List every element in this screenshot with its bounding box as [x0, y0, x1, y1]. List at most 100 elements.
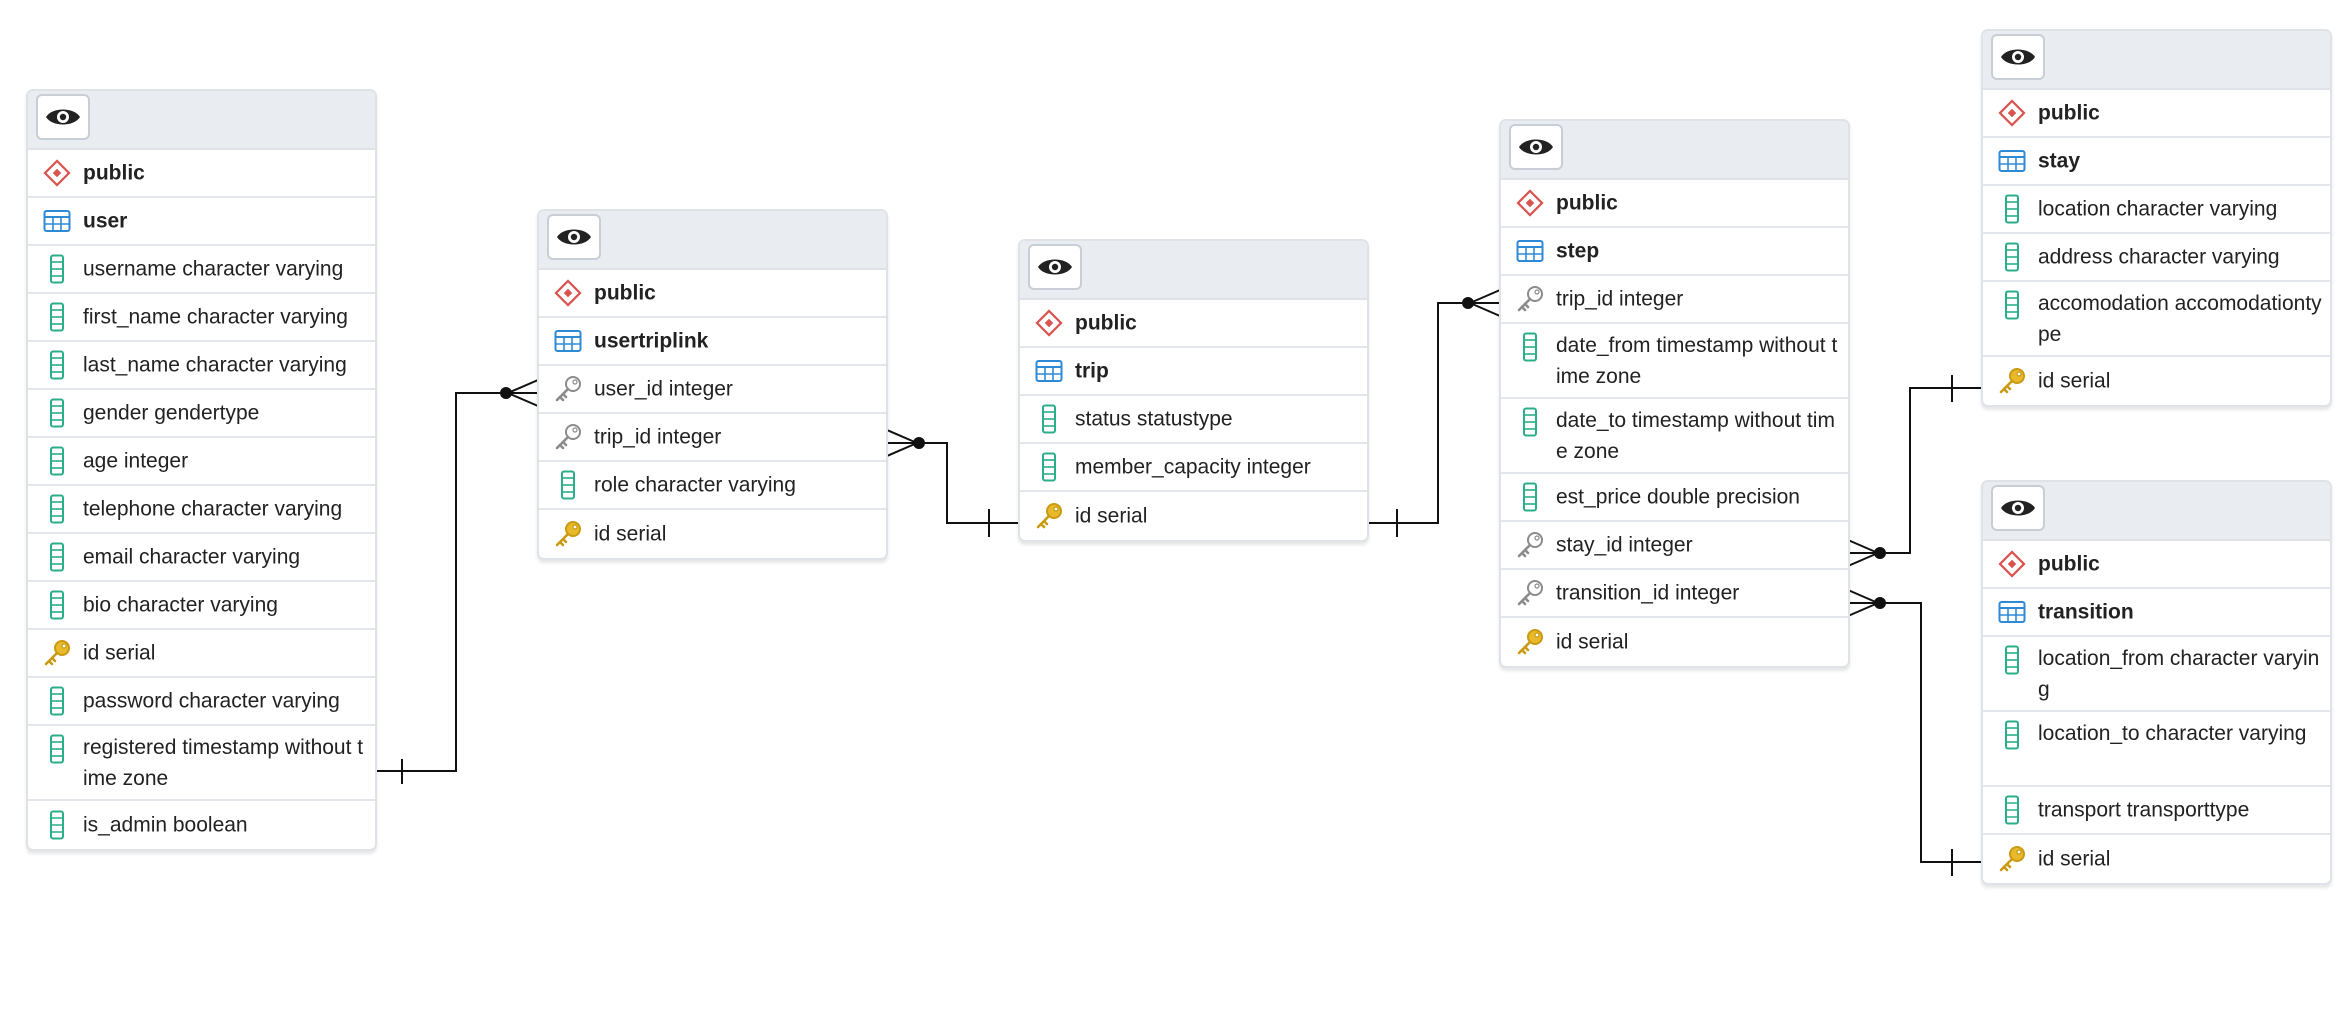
table-name-row[interactable]: transition — [1983, 589, 2330, 637]
table-icon — [1997, 597, 2027, 627]
schema-row[interactable]: public — [539, 270, 886, 318]
schema-row[interactable]: public — [1020, 300, 1367, 348]
column-row[interactable]: status statustype — [1020, 396, 1367, 444]
table-name-row[interactable]: user — [28, 198, 375, 246]
table-name-row[interactable]: trip — [1020, 348, 1367, 396]
column-icon — [42, 686, 72, 716]
eye-icon[interactable] — [36, 94, 90, 140]
column-icon — [42, 542, 72, 572]
column-row[interactable]: is_admin boolean — [28, 801, 375, 849]
column-row[interactable]: registered timestamp without time zone — [28, 726, 375, 801]
column-row[interactable]: accomodation accomodationtype — [1983, 282, 2330, 357]
foreign-key-icon — [1515, 578, 1545, 608]
column-row[interactable]: last_name character varying — [28, 342, 375, 390]
relation-trip-usertriplink — [886, 429, 1019, 537]
table-header — [539, 211, 886, 270]
column-row[interactable]: date_to timestamp without time zone — [1501, 399, 1848, 474]
column-row[interactable]: id serial — [1983, 357, 2330, 405]
table-header — [1020, 241, 1367, 300]
column-row[interactable]: id serial — [1501, 618, 1848, 666]
column-row[interactable]: member_capacity integer — [1020, 444, 1367, 492]
column-row[interactable]: username character varying — [28, 246, 375, 294]
primary-key-icon — [1034, 501, 1064, 531]
column-icon — [42, 350, 72, 380]
schema-row[interactable]: public — [1983, 541, 2330, 589]
column-row[interactable]: est_price double precision — [1501, 474, 1848, 522]
column-row[interactable]: location_to character varying — [1983, 712, 2330, 787]
column-icon — [42, 446, 72, 476]
column-row[interactable]: id serial — [1020, 492, 1367, 540]
column-row[interactable]: telephone character varying — [28, 486, 375, 534]
eye-icon[interactable] — [1991, 485, 2045, 531]
table-name-row[interactable]: usertriplink — [539, 318, 886, 366]
table-header — [1501, 121, 1848, 180]
column-row[interactable]: transition_id integer — [1501, 570, 1848, 618]
column-icon — [1034, 404, 1064, 434]
table-name-row[interactable]: step — [1501, 228, 1848, 276]
column-icon — [1997, 795, 2027, 825]
column-icon — [1997, 645, 2027, 675]
column-icon — [42, 590, 72, 620]
eye-icon[interactable] — [1028, 244, 1082, 290]
column-row[interactable]: transport transporttype — [1983, 787, 2330, 835]
column-row[interactable]: id serial — [28, 630, 375, 678]
column-row[interactable]: first_name character varying — [28, 294, 375, 342]
schema-icon — [1034, 308, 1064, 338]
column-row[interactable]: id serial — [539, 510, 886, 558]
primary-key-icon — [42, 638, 72, 668]
column-icon — [1515, 482, 1545, 512]
primary-key-icon — [553, 519, 583, 549]
column-row[interactable]: user_id integer — [539, 366, 886, 414]
relation-stay-step — [1847, 375, 1982, 567]
column-row[interactable]: email character varying — [28, 534, 375, 582]
column-icon — [42, 302, 72, 332]
table-icon — [1997, 146, 2027, 176]
foreign-key-icon — [1515, 530, 1545, 560]
relation-trip-step — [1367, 289, 1501, 537]
column-icon — [1515, 332, 1545, 362]
schema-row[interactable]: public — [28, 150, 375, 198]
foreign-key-icon — [553, 374, 583, 404]
column-icon — [42, 810, 72, 840]
table-header — [1983, 31, 2330, 90]
column-row[interactable]: trip_id integer — [1501, 276, 1848, 324]
column-row[interactable]: location_from character varying — [1983, 637, 2330, 712]
table-icon — [553, 326, 583, 356]
relation-transition-step — [1847, 589, 1982, 876]
column-row[interactable]: gender gendertype — [28, 390, 375, 438]
table-header — [1983, 482, 2330, 541]
primary-key-icon — [1515, 627, 1545, 657]
column-row[interactable]: date_from timestamp without time zone — [1501, 324, 1848, 399]
column-row[interactable]: address character varying — [1983, 234, 2330, 282]
schema-row[interactable]: public — [1501, 180, 1848, 228]
table-header — [28, 91, 375, 150]
primary-key-icon — [1997, 844, 2027, 874]
column-row[interactable]: password character varying — [28, 678, 375, 726]
column-row[interactable]: id serial — [1983, 835, 2330, 883]
table-name-row[interactable]: stay — [1983, 138, 2330, 186]
column-row[interactable]: location character varying — [1983, 186, 2330, 234]
eye-icon[interactable] — [1509, 124, 1563, 170]
column-row[interactable]: stay_id integer — [1501, 522, 1848, 570]
column-icon — [42, 254, 72, 284]
column-row[interactable]: role character varying — [539, 462, 886, 510]
column-icon — [42, 398, 72, 428]
column-row[interactable]: age integer — [28, 438, 375, 486]
eye-icon[interactable] — [547, 214, 601, 260]
schema-icon — [1515, 188, 1545, 218]
column-row[interactable]: bio character varying — [28, 582, 375, 630]
column-icon — [553, 470, 583, 500]
column-row[interactable]: trip_id integer — [539, 414, 886, 462]
column-icon — [1515, 407, 1545, 437]
schema-row[interactable]: public — [1983, 90, 2330, 138]
foreign-key-icon — [553, 422, 583, 452]
schema-icon — [1997, 549, 2027, 579]
eye-icon[interactable] — [1991, 34, 2045, 80]
